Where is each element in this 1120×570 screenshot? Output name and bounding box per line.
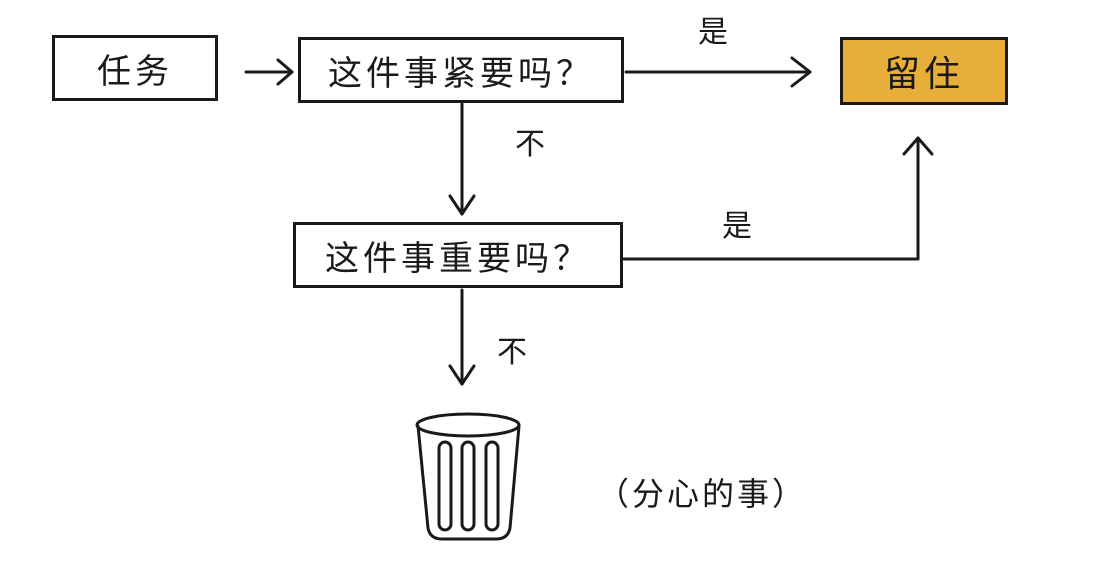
arrow-important-to-keep [622,136,934,261]
arrow-urgent-to-important [448,102,476,216]
urgent-decision-label: 这件事紧要吗？ [328,53,594,94]
distraction-caption: （分心的事） [597,475,808,513]
edge-label-important-yes: 是 [722,209,752,244]
edge-label-important-no: 不 [497,335,527,370]
urgent-decision-node: 这件事紧要吗？ [298,37,624,103]
task-node-label: 任务 [97,51,173,92]
trash-can-icon [415,412,521,541]
edge-label-urgent-yes: 是 [698,15,728,50]
edge-label-urgent-no: 不 [515,127,545,162]
arrow-urgent-to-keep [624,56,812,88]
task-node: 任务 [52,35,218,101]
important-decision-label: 这件事重要吗？ [325,238,591,279]
arrow-important-to-trash [448,288,476,386]
keep-node-label: 留住 [883,54,964,95]
important-decision-node: 这件事重要吗？ [293,222,623,288]
keep-node: 留住 [840,37,1008,105]
arrow-task-to-urgent [244,58,294,86]
